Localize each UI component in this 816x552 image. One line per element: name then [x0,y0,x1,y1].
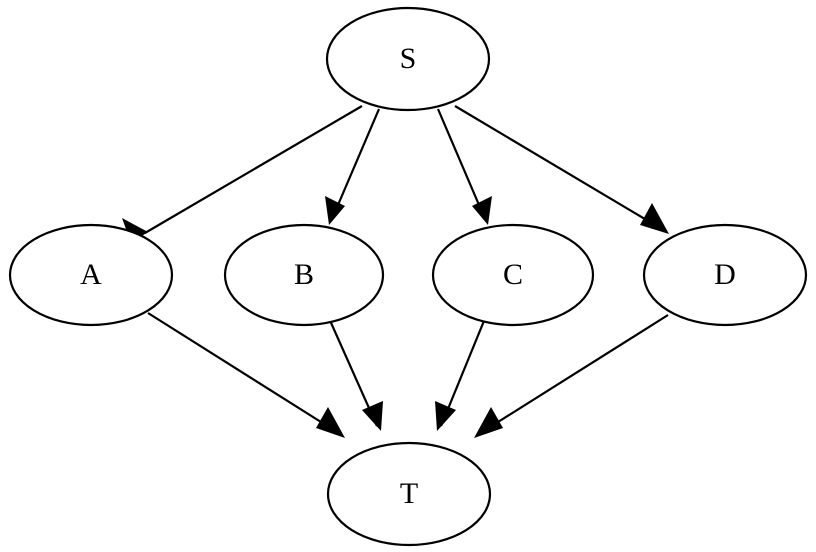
edge-s-to-d-arrowhead [640,203,669,234]
node-a-ellipse [8,223,174,327]
node-t-ellipse [326,441,492,547]
edge-s-to-a-line [144,105,363,234]
edge-s-to-c-arrowhead [472,196,492,225]
edge-b-to-t-arrowhead [362,401,383,431]
edge-a-to-t[interactable] [147,312,345,438]
edges-layer [122,105,669,438]
node-s[interactable]: S [325,6,491,112]
node-b-label: B [294,258,314,291]
node-d[interactable]: D [642,223,808,327]
node-c-ellipse [431,223,595,327]
node-s-label: S [400,42,417,75]
node-b[interactable]: B [223,223,385,327]
edge-s-to-c-line [436,108,487,220]
edge-s-to-c[interactable] [436,108,492,225]
node-c-label: C [503,258,523,291]
edge-s-to-b-line [330,108,381,220]
edge-a-to-t-arrowhead [316,407,345,438]
edge-c-to-t-arrowhead [435,401,456,431]
nodes-layer: S A B C D T [8,6,808,547]
edge-d-to-t[interactable] [474,314,669,438]
node-t-label: T [400,477,418,510]
edge-d-to-t-arrowhead [474,407,503,438]
node-d-label: D [714,258,736,291]
node-b-ellipse [223,223,385,327]
edge-s-to-a-arrowhead [122,218,148,243]
edge-b-to-t[interactable] [326,315,383,431]
edge-a-to-t-line [147,312,341,435]
edge-s-to-b[interactable] [325,108,381,225]
edge-s-to-a[interactable] [122,105,363,243]
node-a-label: A [80,258,102,291]
node-t[interactable]: T [326,441,492,547]
edge-s-to-d-line [454,105,666,232]
edge-c-to-t[interactable] [435,315,488,431]
edge-d-to-t-line [478,314,669,435]
node-c[interactable]: C [431,223,595,327]
node-a[interactable]: A [8,223,174,327]
edge-s-to-d[interactable] [454,105,669,234]
node-d-ellipse [642,223,808,327]
edge-s-to-b-arrowhead [325,196,345,225]
node-s-ellipse [325,6,491,112]
